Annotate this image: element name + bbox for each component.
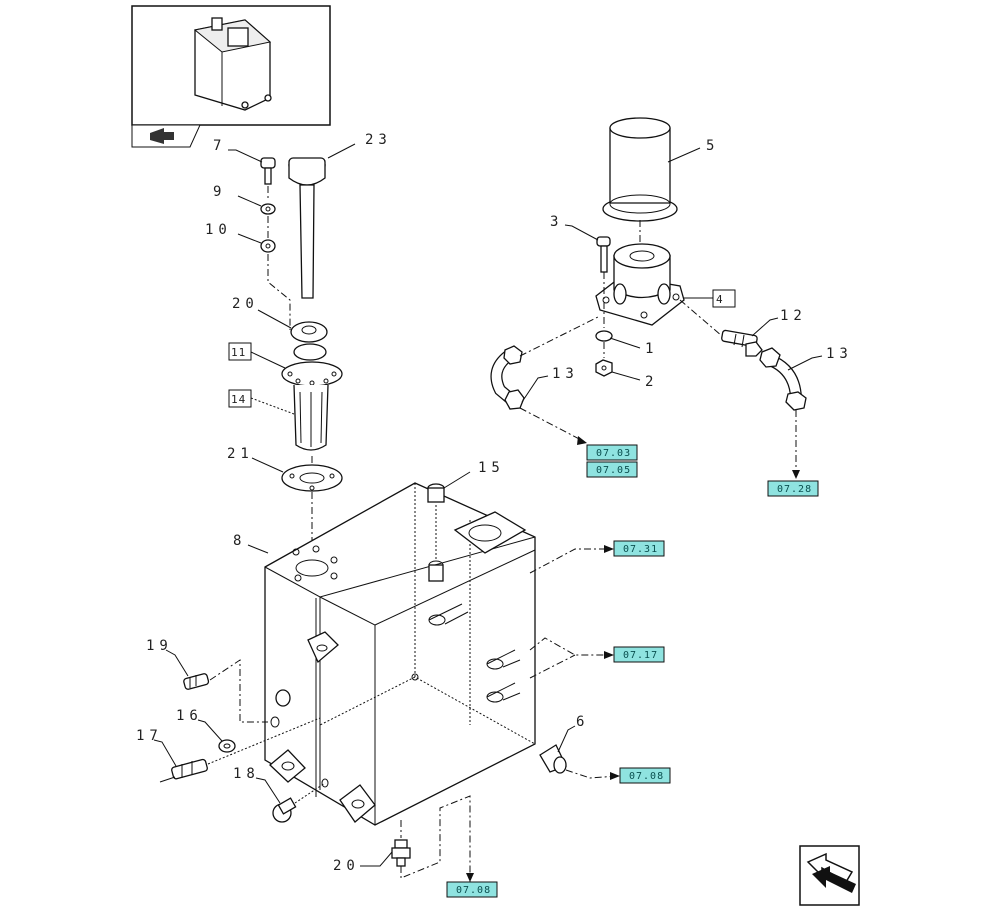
ref-07-08-right[interactable]: 07.08	[619, 767, 671, 784]
callout-3: 3	[550, 214, 563, 230]
ref-07-08-bottom[interactable]: 07.08	[446, 881, 498, 898]
part-11-filler-neck	[281, 343, 343, 387]
part-10-washer	[260, 239, 276, 253]
part-5-filter-element	[602, 117, 678, 222]
callout-10: 10	[205, 222, 232, 238]
callout-21: 20	[232, 296, 259, 312]
callout-20: 20	[333, 858, 360, 874]
callout-16: 16	[176, 708, 203, 724]
part-14-strainer	[293, 384, 329, 451]
callout-14-box: 14	[228, 389, 252, 408]
part-18-plug	[272, 797, 297, 823]
callout-15: 15	[478, 460, 505, 476]
callout-8: 8	[233, 533, 246, 549]
callout-13-left: 13	[552, 366, 579, 382]
ref-07-03[interactable]: 07.03	[586, 444, 638, 461]
part-19-fitting	[183, 673, 210, 690]
svg-text:07.08: 07.08	[456, 885, 491, 896]
part-12-fitting	[721, 329, 763, 357]
part-6-elbow	[539, 744, 567, 774]
overview-thumbnail[interactable]	[131, 5, 331, 148]
callout-11-box: 11	[228, 342, 252, 361]
callout-13-right: 13	[826, 346, 853, 362]
callout-22: 21	[227, 446, 254, 462]
part-23-dipstick	[288, 157, 326, 299]
part-8-tank	[264, 482, 536, 826]
callout-6: 6	[576, 714, 589, 730]
callout-7: 7	[213, 138, 226, 154]
part-2-nut	[595, 359, 613, 377]
callout-5: 5	[706, 138, 719, 154]
callout-9: 9	[213, 184, 226, 200]
callout-18: 18	[233, 766, 260, 782]
next-page-icon[interactable]	[799, 845, 860, 906]
back-arrow-icon[interactable]	[150, 128, 174, 144]
part-20-drain	[391, 839, 411, 867]
callout-23: 23	[365, 132, 392, 148]
part-22-gasket	[281, 464, 343, 492]
part-21-seal	[290, 321, 328, 343]
ref-07-31[interactable]: 07.31	[613, 540, 665, 557]
callout-11: 11	[231, 346, 246, 359]
svg-text:07.03: 07.03	[596, 448, 631, 459]
part-13-hose-right	[759, 347, 807, 411]
ref-07-17[interactable]: 07.17	[613, 646, 665, 663]
callout-4-box: 4	[712, 289, 736, 308]
part-16-washer	[218, 739, 236, 753]
part-13-hose-left	[490, 345, 525, 410]
callout-12: 12	[780, 308, 807, 324]
part-4-filter-head	[595, 243, 685, 326]
callout-14: 14	[231, 393, 246, 406]
ref-07-28[interactable]: 07.28	[767, 480, 819, 497]
ref-07-05[interactable]: 07.05	[586, 461, 638, 478]
part-1-washer	[595, 330, 613, 342]
svg-text:07.05: 07.05	[596, 465, 631, 476]
part-3-bolt	[596, 236, 611, 273]
part-9-washer	[260, 203, 276, 215]
callout-1: 1	[645, 341, 658, 357]
callout-4: 4	[716, 293, 724, 306]
svg-text:07.17: 07.17	[623, 650, 658, 661]
svg-text:07.31: 07.31	[623, 544, 658, 555]
svg-text:07.28: 07.28	[777, 484, 812, 495]
callout-19: 19	[146, 638, 173, 654]
part-17-sensor	[159, 758, 208, 783]
part-7-bolt	[260, 157, 276, 185]
callout-17: 17	[136, 728, 163, 744]
callout-2: 2	[645, 374, 658, 390]
svg-text:07.08: 07.08	[629, 771, 664, 782]
